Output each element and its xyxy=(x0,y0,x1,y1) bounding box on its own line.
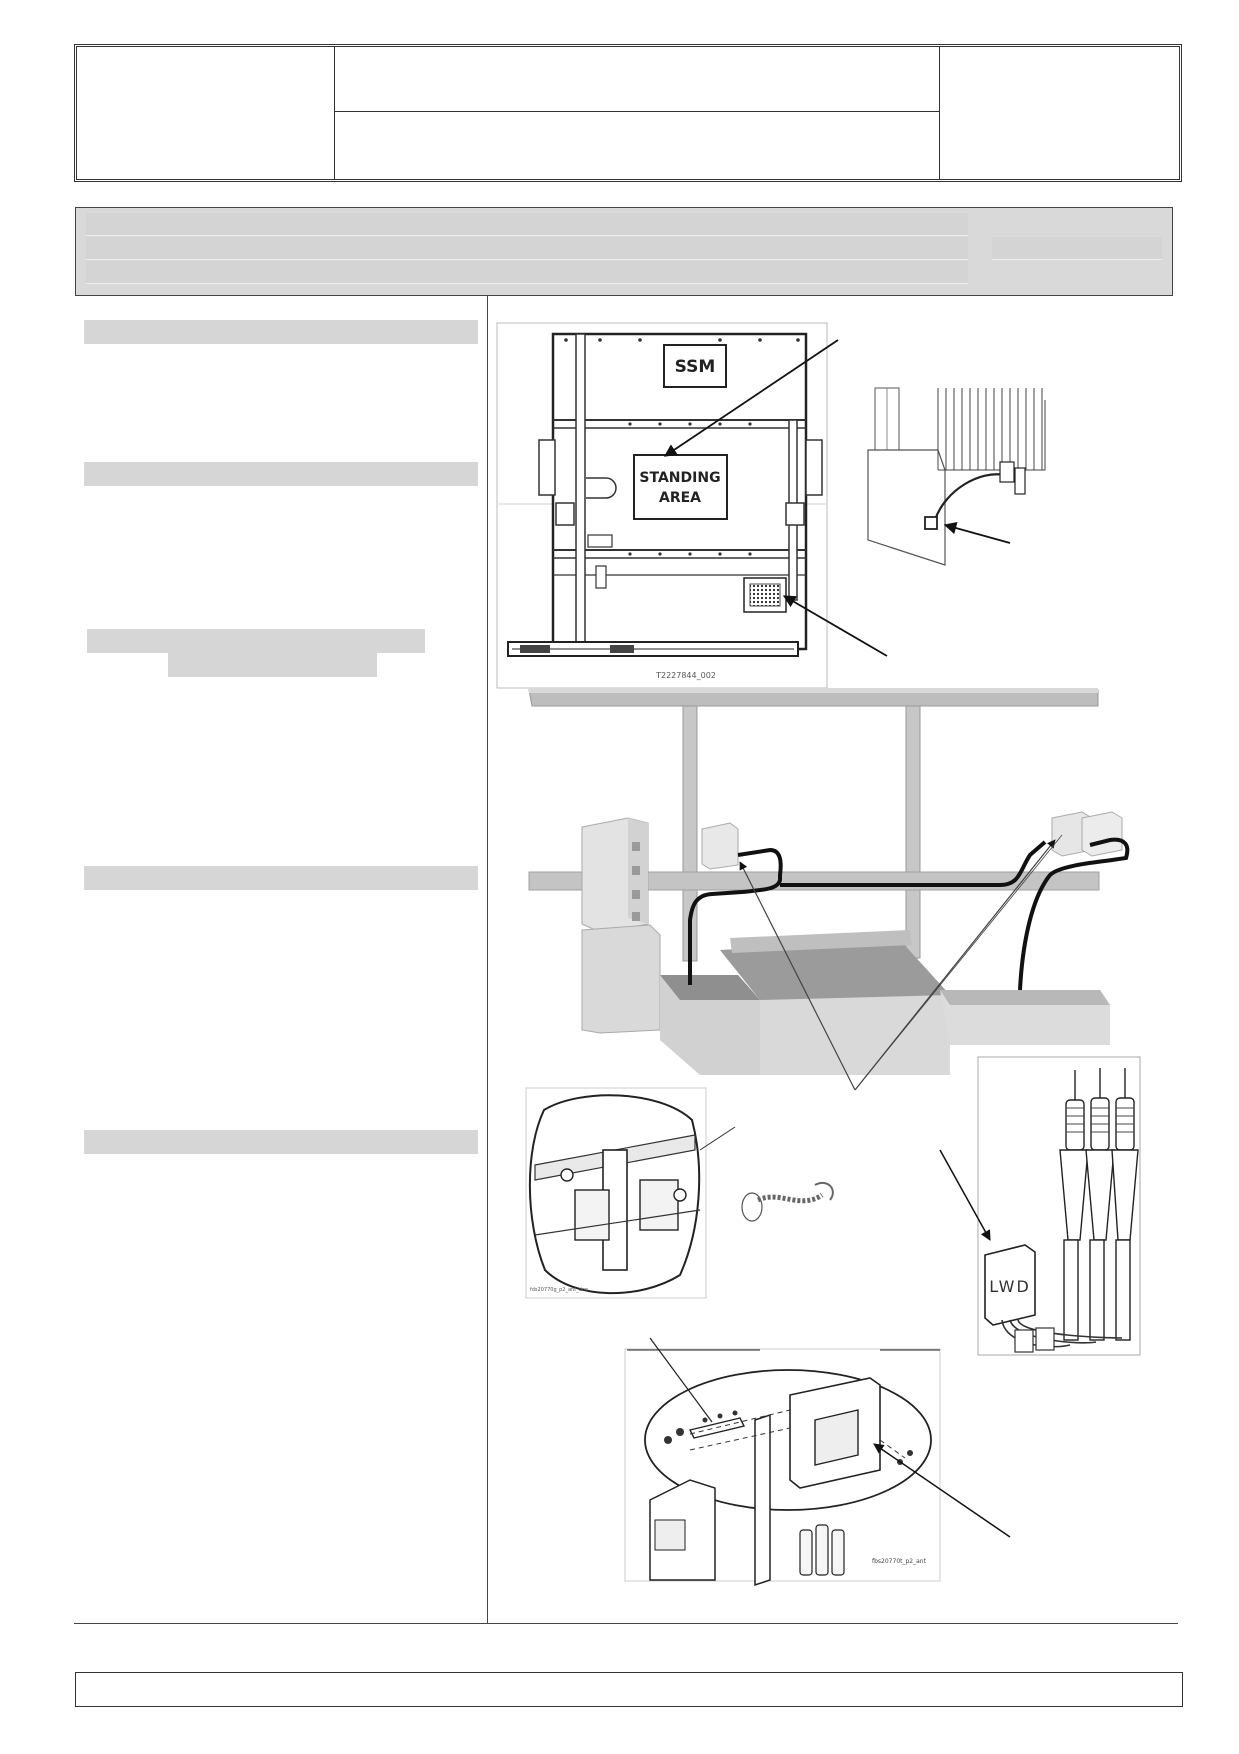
step-block-3-top xyxy=(940,990,1110,1005)
step-block-1-top xyxy=(660,975,760,1000)
box-right-2 xyxy=(1081,811,1123,857)
mounting-plate-window xyxy=(814,1409,859,1466)
footer-box xyxy=(75,1672,1183,1707)
bushings xyxy=(1059,1068,1139,1341)
side-fin-frame xyxy=(938,400,1046,471)
bracket-exploded-detail: fbs20770t_p2_ant xyxy=(624,1337,1011,1587)
side-clamp-2 xyxy=(1014,467,1026,495)
title-strip-ref xyxy=(992,237,1162,260)
bracket-dash-1 xyxy=(689,1409,791,1435)
actuator-callout xyxy=(699,1126,736,1151)
callout-arrow-bracket xyxy=(873,1443,1011,1538)
callout-arrow-standing xyxy=(663,339,839,457)
handle xyxy=(586,477,617,499)
bracket-bushings xyxy=(799,1524,845,1576)
lwd-box xyxy=(984,1244,1036,1326)
side-clamp xyxy=(999,461,1015,483)
breaker-panel xyxy=(654,1519,686,1551)
post-right xyxy=(905,705,921,959)
top-view-drawing: SSM STANDING AREA T2227844_002 xyxy=(496,322,888,689)
top-beam-highlight xyxy=(529,688,1098,693)
bracket-left xyxy=(538,439,556,496)
fan-grille-icon xyxy=(749,583,781,607)
lwd-box-label: LWD xyxy=(989,1277,1031,1296)
standing-area-sign xyxy=(633,454,728,520)
cable-left xyxy=(688,847,783,985)
side-panel-drawing xyxy=(867,387,1046,566)
latch xyxy=(587,534,613,548)
ssm-plate xyxy=(663,344,727,388)
bracket-ellipse xyxy=(644,1369,932,1511)
bracket-right xyxy=(805,439,823,496)
mounting-holes xyxy=(564,338,800,556)
actuator-bolt-1 xyxy=(560,1168,574,1182)
bracket-dash-2 xyxy=(689,1427,791,1451)
clamp-right xyxy=(785,502,805,526)
side-connector xyxy=(924,516,938,530)
actuator-block-left xyxy=(574,1189,610,1241)
slide-rail-block xyxy=(520,645,550,653)
ssm-logo-text: SSM xyxy=(675,357,716,377)
callout-line-small-box xyxy=(739,861,856,1091)
section-bar-1 xyxy=(84,320,478,344)
side-fins xyxy=(937,388,1043,470)
section-bar-2 xyxy=(84,462,478,486)
footer-rule xyxy=(74,1623,1178,1624)
vertical-bar-left xyxy=(575,333,586,650)
column-divider xyxy=(487,296,488,1623)
connector-part xyxy=(741,1181,834,1222)
frame-base xyxy=(730,930,912,953)
section-bar-4 xyxy=(84,866,478,890)
lwd-box-small xyxy=(701,822,739,870)
callout-line-right-box-2 xyxy=(854,834,1063,1091)
top-view-drawing-ref: T2227844_002 xyxy=(655,671,716,680)
latch-2 xyxy=(595,565,607,589)
bracket-bar xyxy=(754,1413,771,1587)
cabinet-lower xyxy=(581,924,661,1034)
header-divider-left xyxy=(334,47,335,179)
header-divider-right xyxy=(939,47,940,179)
section-bar-3b xyxy=(168,653,377,677)
actuator-drawing-ref: fds20770g_p2_ant_doo xyxy=(530,1287,588,1293)
side-panel-plate xyxy=(867,449,946,566)
section-bar-5 xyxy=(84,1130,478,1154)
bracket-drawing-ref: fbs20770t_p2_ant xyxy=(872,1558,927,1565)
bushing-ribs xyxy=(1066,1107,1134,1133)
cable-right xyxy=(1018,837,1130,991)
callout-arrow-fan xyxy=(782,595,888,657)
lwd-sensor-1 xyxy=(1014,1329,1034,1353)
header-block xyxy=(74,44,1182,182)
header-divider-mid xyxy=(334,111,939,112)
isometric-diagram xyxy=(528,688,1130,1091)
title-strip-3 xyxy=(86,261,968,284)
actuator-detail: fds20770g_p2_ant_doo xyxy=(525,1087,736,1299)
slide-rail-block-2 xyxy=(610,645,634,653)
callout-arrow-connector xyxy=(943,521,1011,544)
clamp-left xyxy=(555,502,575,526)
connector-hook xyxy=(814,1181,834,1201)
standing-area-line1: STANDING xyxy=(639,470,720,486)
actuator-bolt-2 xyxy=(673,1188,687,1202)
section-bar-3a xyxy=(87,629,425,653)
title-band xyxy=(75,207,1173,296)
callout-arrow-lwd xyxy=(939,1149,991,1241)
bracket-fasteners xyxy=(664,1410,913,1465)
step-block-2-top xyxy=(720,940,950,1000)
actuator-block-right xyxy=(639,1179,679,1231)
connector-head xyxy=(741,1192,763,1222)
connector-cable xyxy=(756,1192,824,1204)
title-strip-1 xyxy=(86,213,968,236)
title-strip-2 xyxy=(86,237,968,260)
cabinet-sockets xyxy=(632,842,640,921)
lwd-bushing-detail: LWD xyxy=(939,1056,1141,1356)
lwd-sensor-2 xyxy=(1035,1327,1055,1351)
standing-area-line2: AREA xyxy=(659,490,701,506)
cable-middle xyxy=(780,840,1047,887)
actuator-line xyxy=(534,1209,701,1236)
bracket-callout-line xyxy=(649,1337,713,1423)
